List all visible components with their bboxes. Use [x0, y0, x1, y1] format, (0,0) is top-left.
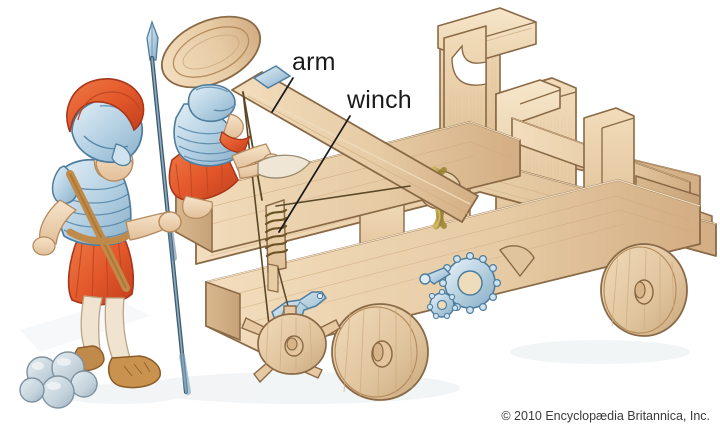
- catapult-machine: [160, 7, 717, 401]
- wheel-rear-left: [498, 245, 535, 278]
- winch: [264, 198, 289, 293]
- crouching-soldier: [168, 84, 311, 219]
- wheel-rear-right: [600, 243, 688, 337]
- gear-assembly: [419, 252, 502, 320]
- ratchet-pawl: [419, 267, 452, 285]
- wheel-front-right: [331, 303, 429, 401]
- wheel-front-left-capstan: [241, 305, 341, 384]
- throwing-arm: [160, 15, 479, 223]
- leader-lines: [271, 77, 351, 233]
- standing-soldier: [32, 78, 182, 389]
- arm-bucket: [160, 15, 262, 89]
- label-winch: winch: [347, 86, 412, 114]
- label-arm: arm: [292, 48, 336, 76]
- arm-leader-line: [271, 77, 294, 113]
- stone-pile: [19, 351, 98, 409]
- copyright-credit: © 2010 Encyclopædia Britannica, Inc.: [501, 409, 710, 423]
- winch-leader-line: [278, 115, 351, 233]
- gear-small: [426, 288, 459, 320]
